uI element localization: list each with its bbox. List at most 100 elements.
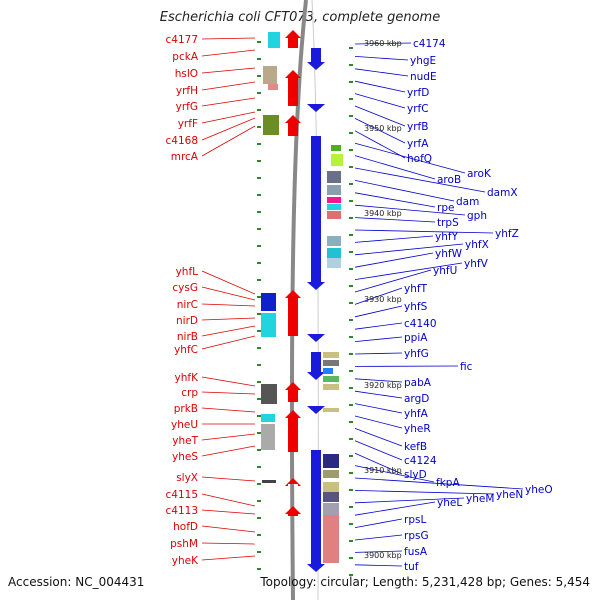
gene-arrow-head[interactable] [307, 62, 325, 70]
gene-block[interactable] [323, 384, 339, 390]
gene-arrow[interactable] [311, 450, 321, 566]
gene-label-left[interactable]: yheK [172, 555, 199, 567]
gene-label-right[interactable]: yhfV [464, 258, 489, 270]
gene-block[interactable] [327, 197, 341, 203]
gene-label-left[interactable]: nirD [176, 315, 198, 327]
gene-arrow[interactable] [285, 115, 301, 136]
gene-label-right[interactable]: argD [404, 393, 429, 405]
gene-label-left[interactable]: mrcA [171, 151, 199, 163]
gene-label-right[interactable]: yhfW [435, 248, 463, 260]
gene-label-right[interactable]: yrfA [407, 138, 429, 150]
gene-label-right[interactable]: yheN [496, 489, 523, 501]
gene-block[interactable] [323, 360, 339, 366]
gene-arrow[interactable] [285, 382, 301, 402]
gene-block[interactable] [327, 248, 341, 258]
gene-label-left[interactable]: slyX [176, 472, 198, 484]
gene-label-right[interactable]: yhfG [404, 348, 429, 360]
gene-arrow[interactable] [285, 478, 301, 486]
gene-label-left[interactable]: nirC [177, 299, 198, 311]
gene-label-left[interactable]: prkB [174, 403, 198, 415]
gene-label-right[interactable]: yhfZ [495, 228, 519, 240]
gene-arrow-head[interactable] [307, 406, 325, 414]
gene-label-right[interactable]: yheM [466, 493, 494, 505]
gene-label-left[interactable]: crp [181, 387, 198, 399]
gene-block[interactable] [262, 480, 276, 483]
gene-label-left[interactable]: pckA [172, 51, 199, 63]
gene-label-left[interactable]: yrfG [176, 101, 198, 113]
gene-label-right[interactable]: yhfX [465, 239, 489, 251]
gene-block[interactable] [323, 352, 339, 358]
gene-block[interactable] [263, 115, 279, 135]
gene-label-left[interactable]: yhfC [174, 344, 198, 356]
gene-label-left[interactable]: cysG [172, 282, 198, 294]
gene-arrow[interactable] [285, 30, 301, 48]
gene-label-right[interactable]: c4124 [404, 455, 437, 467]
gene-label-left[interactable]: pshM [170, 538, 198, 550]
gene-block[interactable] [327, 204, 341, 210]
gene-label-right[interactable]: aroB [437, 174, 461, 186]
gene-label-right[interactable]: slyD [404, 469, 427, 481]
gene-block[interactable] [331, 145, 341, 151]
gene-label-right[interactable]: yheR [404, 423, 431, 435]
gene-arrow-head[interactable] [307, 104, 325, 112]
gene-label-right[interactable]: pabA [404, 377, 432, 389]
gene-block[interactable] [323, 408, 339, 412]
gene-label-right[interactable]: trpS [437, 217, 459, 229]
gene-label-right[interactable]: yhfU [433, 265, 457, 277]
gene-label-right[interactable]: gph [467, 210, 487, 222]
gene-label-right[interactable]: yhfS [404, 301, 428, 313]
gene-block[interactable] [323, 503, 339, 515]
gene-arrow-head[interactable] [307, 372, 325, 380]
gene-label-right[interactable]: fkpA [436, 477, 460, 489]
gene-label-right[interactable]: yrfB [407, 121, 428, 133]
gene-block[interactable] [327, 236, 341, 246]
gene-label-right[interactable]: yhfA [404, 408, 429, 420]
gene-label-right[interactable]: rpsG [404, 530, 429, 542]
gene-label-left[interactable]: c4177 [166, 34, 199, 46]
gene-block[interactable] [268, 84, 278, 90]
gene-arrow[interactable] [285, 506, 301, 516]
gene-arrow[interactable] [285, 70, 301, 106]
gene-label-left[interactable]: yheU [171, 419, 198, 431]
gene-block[interactable] [327, 258, 341, 268]
gene-block[interactable] [323, 470, 339, 478]
gene-label-right[interactable]: yhgE [410, 55, 436, 67]
gene-arrow-head[interactable] [307, 334, 325, 342]
gene-block[interactable] [261, 313, 276, 337]
gene-label-left[interactable]: c4113 [166, 505, 199, 517]
gene-label-right[interactable]: fic [460, 361, 473, 373]
gene-block[interactable] [327, 211, 341, 219]
gene-block[interactable] [323, 482, 339, 492]
gene-label-left[interactable]: yheT [172, 435, 198, 447]
gene-label-right[interactable]: rpe [437, 202, 454, 214]
gene-block[interactable] [268, 32, 280, 48]
gene-block[interactable] [261, 293, 276, 311]
gene-label-right[interactable]: yheO [525, 484, 553, 496]
gene-label-left[interactable]: yhfK [175, 372, 200, 384]
gene-arrow[interactable] [285, 290, 301, 336]
gene-label-left[interactable]: hslO [175, 68, 198, 80]
gene-label-left[interactable]: yhfL [176, 266, 199, 278]
gene-label-left[interactable]: yrfF [178, 118, 198, 130]
gene-label-right[interactable]: c4140 [404, 318, 437, 330]
gene-label-left[interactable]: hofD [173, 521, 198, 533]
gene-block[interactable] [263, 66, 277, 84]
gene-arrow[interactable] [311, 48, 321, 64]
gene-label-right[interactable]: yhfY [435, 231, 459, 243]
gene-block[interactable] [327, 171, 341, 183]
gene-block[interactable] [323, 454, 339, 468]
gene-label-left[interactable]: c4168 [166, 135, 199, 147]
gene-arrow[interactable] [285, 410, 301, 452]
gene-block[interactable] [323, 492, 339, 502]
gene-label-right[interactable]: yrfC [407, 103, 429, 115]
gene-arrow-head[interactable] [307, 564, 325, 572]
gene-label-right[interactable]: aroK [467, 168, 492, 180]
gene-block[interactable] [323, 368, 333, 374]
gene-block[interactable] [327, 185, 341, 195]
gene-label-left[interactable]: yheS [172, 451, 198, 463]
gene-label-right[interactable]: ppiA [404, 332, 428, 344]
gene-label-right[interactable]: tuf [404, 561, 419, 573]
gene-label-right[interactable]: yrfD [407, 87, 429, 99]
gene-block[interactable] [261, 424, 275, 450]
